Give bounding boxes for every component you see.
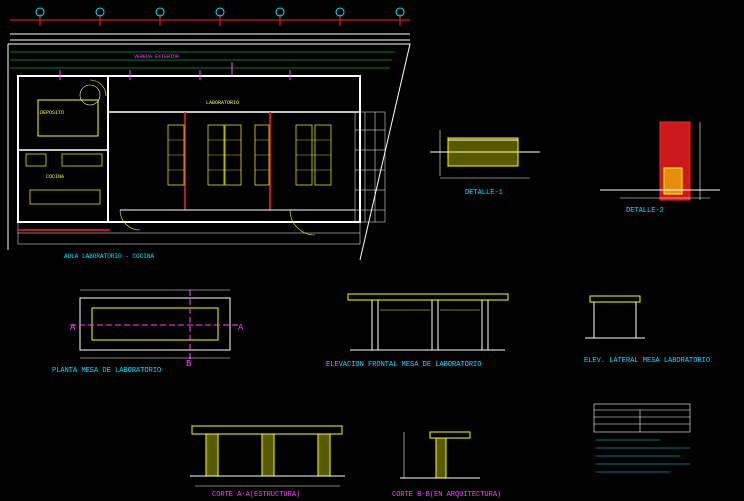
- detail-2-title: DETALLE-2: [626, 207, 664, 215]
- elev-lateral-drawing: [585, 295, 645, 339]
- notes-table: [593, 403, 691, 473]
- elev-frontal-drawing: [347, 293, 509, 351]
- elev-frontal-title: ELEVACION FRONTAL MESA DE LABORATORIO: [326, 361, 481, 369]
- plan-room-cocina-label: COCINA: [46, 174, 64, 180]
- plan-room-deposito-label: DEPOSITO: [40, 110, 64, 116]
- corte-aa-drawing: [190, 425, 345, 487]
- floor-plan: [7, 7, 411, 261]
- planta-marker-b: B: [186, 359, 192, 369]
- floor-plan-labels: VEREDA EXTERIOR LABORATORIO DEPOSITO COC…: [40, 54, 239, 260]
- plan-title: AULA LABORATORIO - COCINA: [64, 253, 154, 260]
- corte-bb-title: CORTE B-B(EN ARQUITECTURA): [392, 491, 501, 499]
- plan-room-lab-label: LABORATORIO: [206, 100, 239, 106]
- corte-bb-drawing: [400, 431, 480, 479]
- detail-1-drawing: [430, 130, 540, 179]
- detail-2-drawing: [600, 121, 720, 201]
- planta-marker-a-right: A: [238, 323, 244, 333]
- elev-lateral-title: ELEV. LATERAL MESA LABORATORIO: [584, 357, 710, 365]
- corte-aa-title: CORTE A-A(ESTRUCTURA): [212, 491, 300, 499]
- planta-marker-a-left: A: [70, 323, 76, 333]
- detail-1-title: DETALLE-1: [465, 189, 503, 197]
- plan-top-label: VEREDA EXTERIOR: [134, 54, 179, 60]
- planta-mesa-title: PLANTA MESA DE LABORATORIO: [52, 367, 161, 375]
- planta-mesa-drawing: [70, 289, 240, 360]
